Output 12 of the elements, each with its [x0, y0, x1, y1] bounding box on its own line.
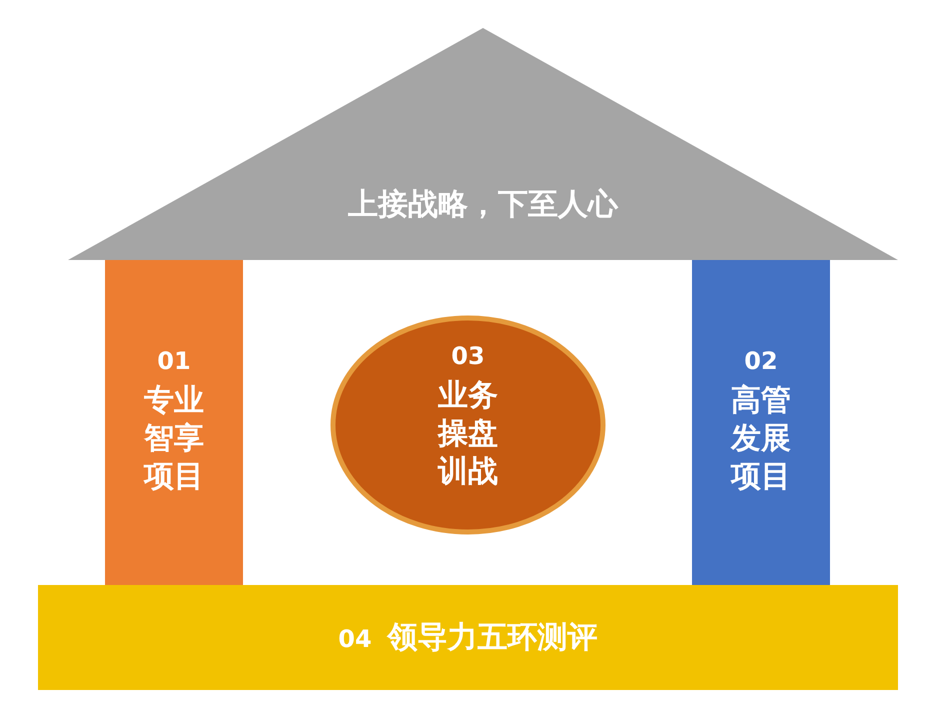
pillar-box: [692, 260, 830, 585]
number-label: 01: [156, 346, 192, 377]
pillar-label: 专业智享项目: [142, 382, 205, 496]
base-label: 领导力五环测评: [388, 620, 598, 655]
pillar-box: [105, 260, 243, 585]
number-label: 02: [743, 346, 779, 377]
base-bar: [38, 585, 898, 690]
ellipse-label: 业务操盘训战: [436, 377, 499, 491]
roof-label: 上接战略，下至人心: [347, 186, 620, 224]
pillar-label: 高管发展项目: [730, 382, 792, 496]
number-label: 04: [338, 625, 372, 653]
number-label: 03: [450, 341, 486, 372]
